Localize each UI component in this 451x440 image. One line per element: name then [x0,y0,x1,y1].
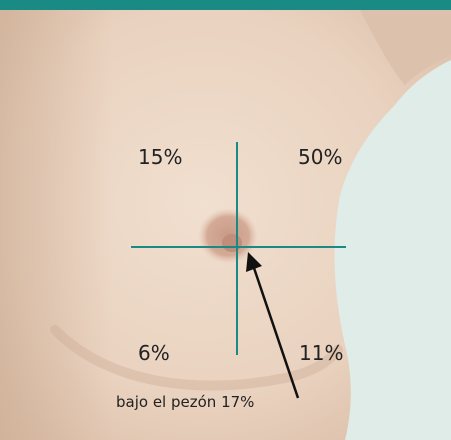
upper-outer-quadrant-label: 15% [138,145,182,169]
lower-inner-quadrant-label: 11% [299,341,343,365]
header-bar [0,0,451,10]
lower-outer-quadrant-label: 6% [138,341,170,365]
upper-inner-quadrant-label: 50% [298,145,342,169]
nipple [222,234,242,252]
subareolar-annotation: bajo el pezón 17% [116,393,254,411]
torso-illustration [0,10,451,440]
